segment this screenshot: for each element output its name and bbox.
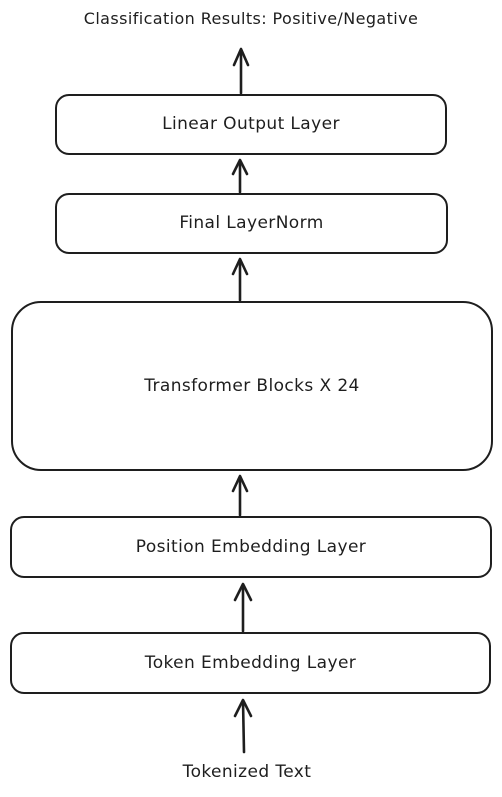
position-embedding-layer-box: Position Embedding Layer <box>10 516 492 578</box>
transformer-blocks-label: Transformer Blocks X 24 <box>144 375 360 396</box>
position-embedding-layer-label: Position Embedding Layer <box>135 536 367 557</box>
final-layernorm-label: Final LayerNorm <box>179 213 324 234</box>
linear-output-layer-box: Linear Output Layer <box>55 94 447 155</box>
token-embedding-layer-box: Token Embedding Layer <box>10 632 491 694</box>
final-layernorm-box: Final LayerNorm <box>55 193 448 254</box>
arrow-final-layernorm-to-linear-output <box>231 158 249 194</box>
arrow-linear-output-to-results <box>232 47 250 95</box>
output-label: Classification Results: Positive/Negativ… <box>83 9 419 28</box>
arrow-token-to-position-embedding <box>233 582 253 633</box>
transformer-blocks-box: Transformer Blocks X 24 <box>11 301 493 471</box>
arrow-position-to-transformer-blocks <box>231 474 249 517</box>
arrow-transformer-to-final-layernorm <box>231 257 249 302</box>
arrow-input-to-token-embedding <box>233 698 253 754</box>
linear-output-layer-label: Linear Output Layer <box>162 114 340 135</box>
token-embedding-layer-label: Token Embedding Layer <box>144 652 357 673</box>
input-label: Tokenized Text <box>182 762 312 782</box>
